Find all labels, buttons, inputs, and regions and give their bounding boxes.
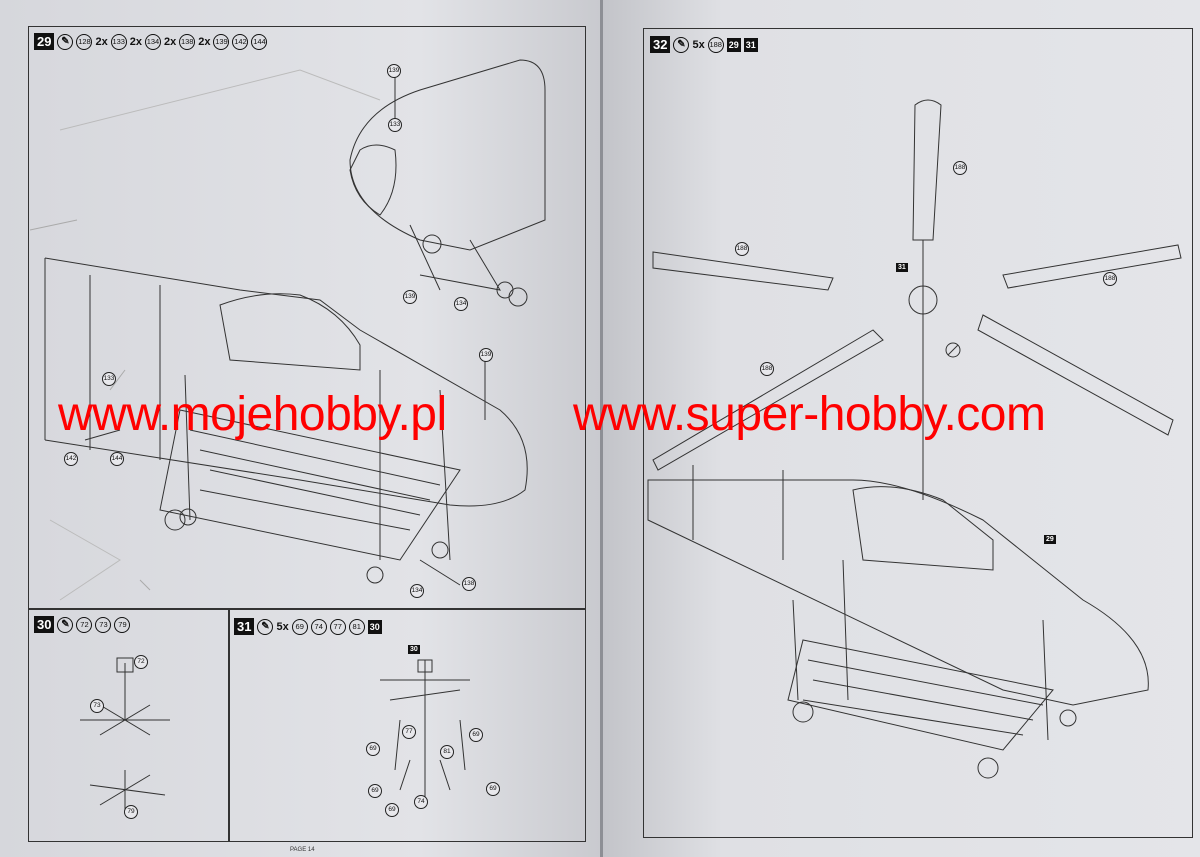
part-callout: 142 xyxy=(64,452,78,466)
step-number: 32 xyxy=(650,36,671,53)
step-reference: 29 xyxy=(1044,535,1056,544)
part-callout: 73 xyxy=(90,699,104,713)
part-number: 77 xyxy=(329,618,346,635)
step-number: 30 xyxy=(34,616,55,633)
part-qty: 2x xyxy=(129,35,142,48)
step-29-frame xyxy=(28,26,586,610)
part-callout: 69 xyxy=(366,742,380,756)
part-callout: 77 xyxy=(402,725,416,739)
part-callout: 139 xyxy=(387,64,401,78)
part-number: 128 xyxy=(76,33,93,50)
part-callout: 74 xyxy=(414,795,428,809)
cement-icon: ✎ xyxy=(257,618,274,635)
part-number: 134 xyxy=(144,33,161,50)
part-callout: 133 xyxy=(102,372,116,386)
cement-icon: ✎ xyxy=(673,36,690,53)
step-reference: 31 xyxy=(743,37,758,52)
part-number: 139 xyxy=(213,33,230,50)
part-callout: 69 xyxy=(385,803,399,817)
part-callout: 72 xyxy=(134,655,148,669)
part-number: 79 xyxy=(114,616,131,633)
watermark-super-hobby: www.super-hobby.com xyxy=(573,388,1046,441)
part-qty: 2x xyxy=(95,35,108,48)
part-number: 142 xyxy=(232,33,249,50)
part-number: 133 xyxy=(110,33,127,50)
step-32-frame xyxy=(643,28,1193,838)
part-number: 81 xyxy=(348,618,365,635)
helicopter-drawing-left xyxy=(29,59,546,810)
part-callout: 134 xyxy=(454,297,468,311)
part-callout: 138 xyxy=(462,577,476,591)
part-number: 73 xyxy=(95,616,112,633)
step-30-frame xyxy=(28,608,230,842)
part-qty: 2x xyxy=(163,35,177,48)
step-reference: 30 xyxy=(408,645,420,654)
part-callout: 134 xyxy=(410,584,424,598)
step-reference: 31 xyxy=(896,263,908,272)
part-qty: 5x xyxy=(276,620,289,633)
instruction-page-14: 29 ✎ 128 2x 133 2x 134 2x 138 2x 139 142… xyxy=(0,0,600,857)
cement-icon: ✎ xyxy=(57,33,74,50)
instruction-page-15: 32 ✎ 5x 188 29 31 188 188 188 188 31 29 xyxy=(603,0,1200,857)
watermark-mojehobby: www.mojehobby.pl xyxy=(58,388,447,441)
page-number: PAGE 14 xyxy=(290,847,315,853)
part-callout: 79 xyxy=(124,805,138,819)
step-number: 29 xyxy=(34,33,55,50)
part-callout: 188 xyxy=(1103,272,1117,286)
part-callout: 139 xyxy=(479,348,493,362)
step-32-header: 32 ✎ 5x 188 29 31 xyxy=(650,36,758,53)
step-reference: 29 xyxy=(726,37,741,52)
step-number: 31 xyxy=(234,618,255,635)
part-qty: 2x xyxy=(198,35,211,48)
part-callout: 188 xyxy=(735,242,749,256)
part-callout: 69 xyxy=(368,784,382,798)
helicopter-drawing-right xyxy=(647,99,1182,779)
part-qty: 5x xyxy=(692,38,705,51)
step-30-header: 30 ✎ 72 73 79 xyxy=(34,616,131,633)
step-31-frame xyxy=(228,608,586,842)
part-number: 69 xyxy=(291,618,308,635)
part-callout: 133 xyxy=(388,118,402,132)
part-callout: 188 xyxy=(953,161,967,175)
part-number: 144 xyxy=(251,33,268,50)
part-callout: 69 xyxy=(469,728,483,742)
part-callout: 81 xyxy=(440,745,454,759)
part-callout: 188 xyxy=(760,362,774,376)
part-callout: 69 xyxy=(486,782,500,796)
part-number: 138 xyxy=(179,33,196,50)
part-number: 74 xyxy=(310,618,327,635)
step-reference: 30 xyxy=(367,619,382,634)
cement-icon: ✎ xyxy=(57,616,74,633)
step-29-header: 29 ✎ 128 2x 133 2x 134 2x 138 2x 139 142… xyxy=(34,33,268,50)
part-callout: 144 xyxy=(110,452,124,466)
part-number: 188 xyxy=(707,36,724,53)
part-callout: 139 xyxy=(403,290,417,304)
step-31-header: 31 ✎ 5x 69 74 77 81 30 xyxy=(234,618,382,635)
part-number: 72 xyxy=(76,616,93,633)
